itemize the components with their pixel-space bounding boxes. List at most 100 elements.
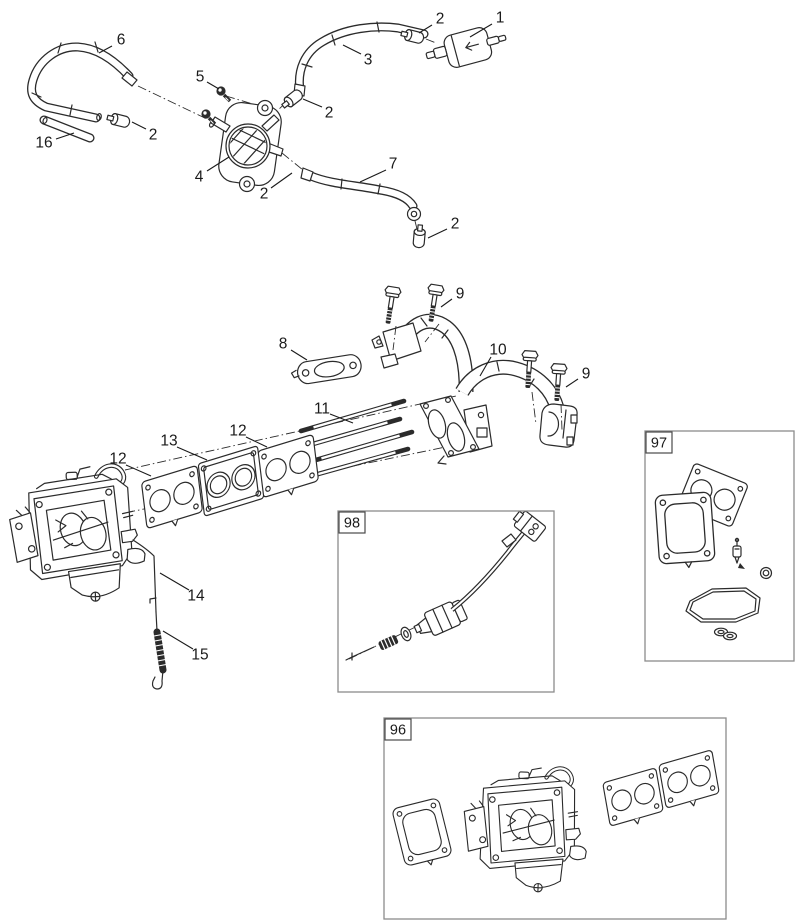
inset-box-97: 97 <box>644 430 795 662</box>
callout-number: 11 <box>314 401 330 418</box>
solenoid-wire <box>450 530 526 612</box>
callout-13-18: 13 <box>160 433 208 461</box>
callout-11-16: 11 <box>314 401 354 424</box>
callout-leader-line <box>469 23 493 38</box>
callout-5-3: 5 <box>196 69 220 90</box>
centerline <box>425 38 437 44</box>
callout-leader-line <box>206 156 230 172</box>
solenoid-needle-illustration <box>345 646 375 661</box>
carburetor-spacer-13 <box>197 445 265 517</box>
callout-leader-line <box>176 446 208 461</box>
inset-label-box <box>338 511 366 534</box>
solenoid-washer-illustration <box>400 626 412 642</box>
callout-9-15: 9 <box>565 366 591 388</box>
inset-96-carburetor-kit <box>391 749 721 894</box>
callout-number: 9 <box>582 366 591 383</box>
centerline <box>414 220 419 234</box>
fuel-solenoid-illustration <box>413 599 468 636</box>
callout-2-11: 2 <box>427 216 459 239</box>
kit-needle-valve <box>732 537 745 569</box>
callout-leader-line <box>159 572 190 591</box>
callout-leader-line <box>290 349 308 361</box>
inset-box-98: 98 <box>337 510 555 693</box>
hose-eyelet <box>406 206 422 222</box>
callout-number: 12 <box>109 451 126 468</box>
wire-clip <box>501 533 517 548</box>
callout-number: 3 <box>364 52 373 69</box>
fuel-hose-7-illustration <box>300 167 422 222</box>
kit-o-ring <box>759 566 773 580</box>
carburetor-illustration <box>8 465 147 604</box>
inset-98-fuel-solenoid-kit <box>345 510 547 661</box>
centerline <box>124 395 457 471</box>
governor-spring-15-illustration <box>151 628 167 690</box>
callout-number: 8 <box>279 336 288 353</box>
throttle-rod-14-illustration <box>132 539 158 632</box>
fuel-line-assembly <box>27 21 507 249</box>
callout-number: 7 <box>389 156 398 173</box>
callout-leader-line <box>342 44 362 55</box>
hose-ferrule <box>300 167 314 182</box>
bolt-centerlines <box>392 323 563 431</box>
inset-border <box>644 430 795 662</box>
manifold-end-bracket <box>539 403 578 448</box>
callout-number: 2 <box>149 127 158 144</box>
callout-leader-line <box>359 169 387 183</box>
fuel-filter-illustration <box>425 27 507 68</box>
callout-number: 15 <box>191 647 208 664</box>
callout-10-14: 10 <box>479 342 507 377</box>
callout-leader-line <box>245 436 268 448</box>
callout-number: 2 <box>260 186 269 203</box>
callout-number: 16 <box>35 135 52 152</box>
inset-box-96: 96 <box>383 717 727 920</box>
callout-number: 5 <box>196 69 205 86</box>
inset-label-box <box>384 718 412 741</box>
callout-number: 14 <box>187 588 205 605</box>
inset-label-box <box>645 431 673 454</box>
kit-bowl-gasket <box>685 587 761 623</box>
manifold-top-flange <box>382 322 422 362</box>
kit-gasket-two-hole <box>602 767 665 832</box>
callout-leader-line <box>329 413 354 424</box>
solenoid-connector-illustration <box>512 510 547 542</box>
callout-2-5: 2 <box>260 172 293 203</box>
callout-number: 4 <box>195 169 204 186</box>
carburetor-gasket-12 <box>256 433 320 504</box>
callout-leader-line <box>98 45 113 54</box>
callout-leader-line <box>565 378 579 388</box>
flange-bolt-9 <box>379 285 403 326</box>
hose-clamp-2 <box>105 111 132 129</box>
callout-leader-line <box>125 464 152 477</box>
callout-number: 12 <box>229 423 246 440</box>
callout-7-10: 7 <box>359 156 398 183</box>
stud-11-illustration <box>306 429 415 465</box>
callout-leader-line <box>270 172 293 189</box>
manifold-gasket-8-illustration <box>290 354 362 385</box>
intake-manifold-10-illustration <box>371 313 578 465</box>
callout-15-21: 15 <box>162 630 209 664</box>
kit-carburetor-illustration <box>462 765 590 893</box>
callout-2-2: 2 <box>131 121 158 144</box>
inset-border <box>337 510 555 693</box>
kit-gasket-single-hole <box>391 797 454 872</box>
callout-number: 10 <box>489 342 507 359</box>
inset-label: 97 <box>651 436 667 452</box>
inset-label: 96 <box>390 723 406 739</box>
intake-manifold-assembly <box>109 283 578 535</box>
callout-number: 9 <box>456 286 465 303</box>
centerline <box>281 152 304 171</box>
callout-leader-line <box>162 630 194 650</box>
hose-clamp-2 <box>412 223 427 249</box>
callout-leader-line <box>55 132 75 140</box>
callout-leader-line <box>418 24 433 34</box>
kit-gasket-two-hole <box>658 749 721 814</box>
callout-6-0: 6 <box>98 32 125 54</box>
pump-outlet-nozzle <box>261 114 280 132</box>
manifold-mount-flange <box>419 395 480 465</box>
fuel-hose-16-illustration <box>39 115 95 143</box>
callout-number: 2 <box>436 11 445 28</box>
callout-number: 2 <box>325 105 334 122</box>
fuel-hose-6-illustration <box>27 41 138 123</box>
